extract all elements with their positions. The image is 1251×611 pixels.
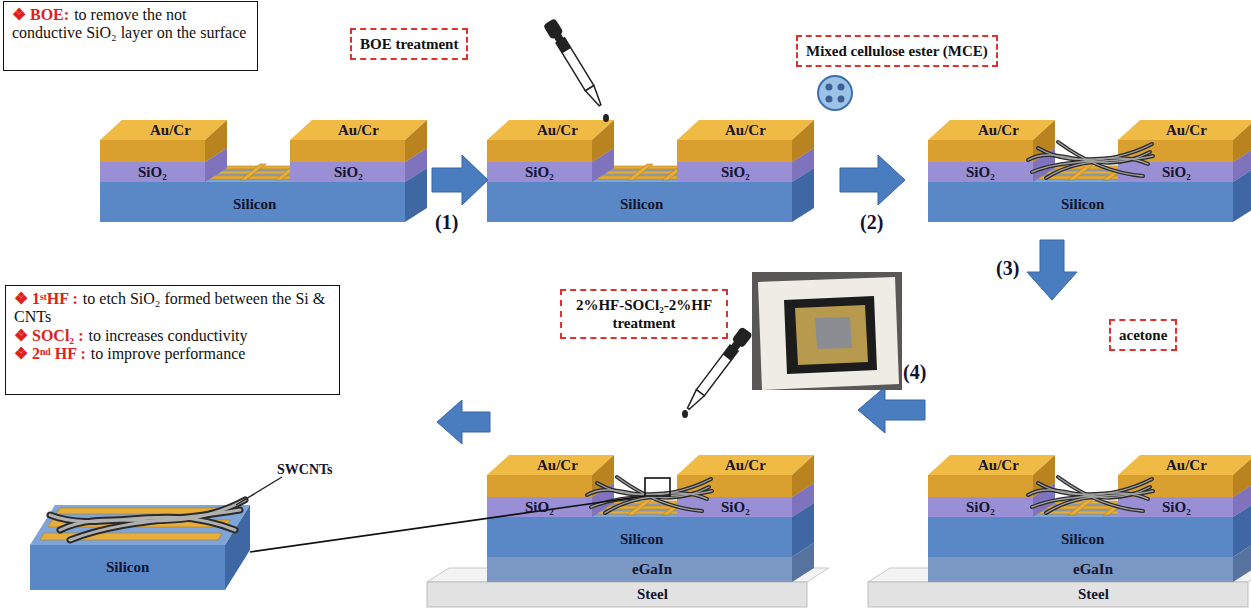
step-tag: Mixed cellulose ester (MCE) — [796, 35, 998, 67]
device-on-steel — [868, 455, 1251, 607]
zoom-detail — [30, 477, 282, 590]
step-text: acetone — [1119, 326, 1167, 344]
note-box: ❖ 1ˢᵗHF :to etch SiO₂ formed between the… — [5, 285, 340, 395]
device-etched — [487, 120, 814, 222]
step-tag: 2%HF-SOCl₂-2%HF treatment — [560, 289, 728, 339]
step-number: (2) — [860, 211, 883, 233]
oxide-label: SiO₂ — [721, 499, 750, 516]
pipette — [683, 326, 753, 413]
note-heading: ❖ BOE: — [12, 6, 69, 23]
drop — [682, 410, 688, 418]
mce-filter-icon — [818, 76, 852, 110]
zoom-line — [250, 496, 645, 552]
oxide-label: SiO₂ — [1162, 164, 1191, 181]
step-number: (1) — [435, 211, 458, 233]
step-text: Mixed cellulose ester (MCE) — [806, 42, 988, 60]
oxide-label: SiO₂ — [966, 499, 995, 516]
oxide-label: SiO₂ — [1162, 499, 1191, 516]
electrode-label: Au/Cr — [978, 457, 1019, 474]
substrate-label: Silicon — [620, 531, 663, 548]
note-box: ❖ BOE:to remove the not conductive SiO₂ … — [3, 1, 258, 71]
step-text: 2%HF-SOCl₂-2%HF treatment — [570, 296, 718, 332]
substrate-label: Silicon — [106, 559, 149, 576]
substrate-label: Silicon — [620, 196, 663, 213]
oxide-label: SiO₂ — [966, 164, 995, 181]
device-bare — [100, 120, 427, 222]
steel-label: Steel — [1078, 586, 1109, 603]
oxide-label: SiO₂ — [334, 164, 363, 181]
electrode-label: Au/Cr — [725, 122, 766, 139]
step-arrows — [432, 155, 1077, 444]
note-text: to increases conductivity — [88, 327, 247, 344]
note-line: ❖ 2ⁿᵈ HF : to improve performance — [14, 345, 331, 363]
oxide-label: SiO₂ — [138, 164, 167, 181]
device-photo — [752, 272, 902, 390]
liquid-metal-label: eGaIn — [632, 561, 672, 578]
step-tag: BOE treatment — [350, 28, 468, 60]
drop — [603, 114, 609, 122]
note-text: to improve performance — [91, 345, 246, 362]
note-heading: ❖ 1ˢᵗHF : — [14, 290, 78, 307]
step-number: (3) — [996, 257, 1019, 279]
step-text: BOE treatment — [360, 35, 458, 53]
note-line: ❖ BOE:to remove the not conductive SiO₂ … — [12, 6, 249, 43]
electrode-label: Au/Cr — [150, 122, 191, 139]
substrate-label: Silicon — [1061, 196, 1104, 213]
note-line: ❖ SOCl₂ : to increases conductivity — [14, 327, 331, 345]
note-heading: ❖ SOCl₂ : — [14, 327, 83, 344]
electrode-label: Au/Cr — [537, 122, 578, 139]
electrode-label: Au/Cr — [725, 457, 766, 474]
electrode-label: Au/Cr — [1166, 122, 1207, 139]
electrode-label: Au/Cr — [978, 122, 1019, 139]
note-heading: ❖ 2ⁿᵈ HF : — [14, 345, 86, 362]
part-label: SWCNTs — [277, 462, 333, 477]
step-tag: acetone — [1109, 319, 1177, 351]
substrate-label: Silicon — [233, 196, 276, 213]
substrate-label: Silicon — [1061, 531, 1104, 548]
electrode-label: Au/Cr — [1166, 457, 1207, 474]
electrode-label: Au/Cr — [338, 122, 379, 139]
liquid-metal-label: eGaIn — [1073, 561, 1113, 578]
oxide-label: SiO₂ — [525, 499, 554, 516]
oxide-label: SiO₂ — [525, 164, 554, 181]
steel-label: Steel — [637, 586, 668, 603]
step-number: (4) — [903, 361, 926, 383]
oxide-label: SiO₂ — [721, 164, 750, 181]
device-mce — [928, 120, 1251, 222]
device-treated — [427, 455, 829, 607]
pipette — [543, 18, 606, 109]
zoom-box — [645, 478, 670, 496]
electrode-label: Au/Cr — [537, 457, 578, 474]
note-line: ❖ 1ˢᵗHF :to etch SiO₂ formed between the… — [14, 290, 331, 327]
